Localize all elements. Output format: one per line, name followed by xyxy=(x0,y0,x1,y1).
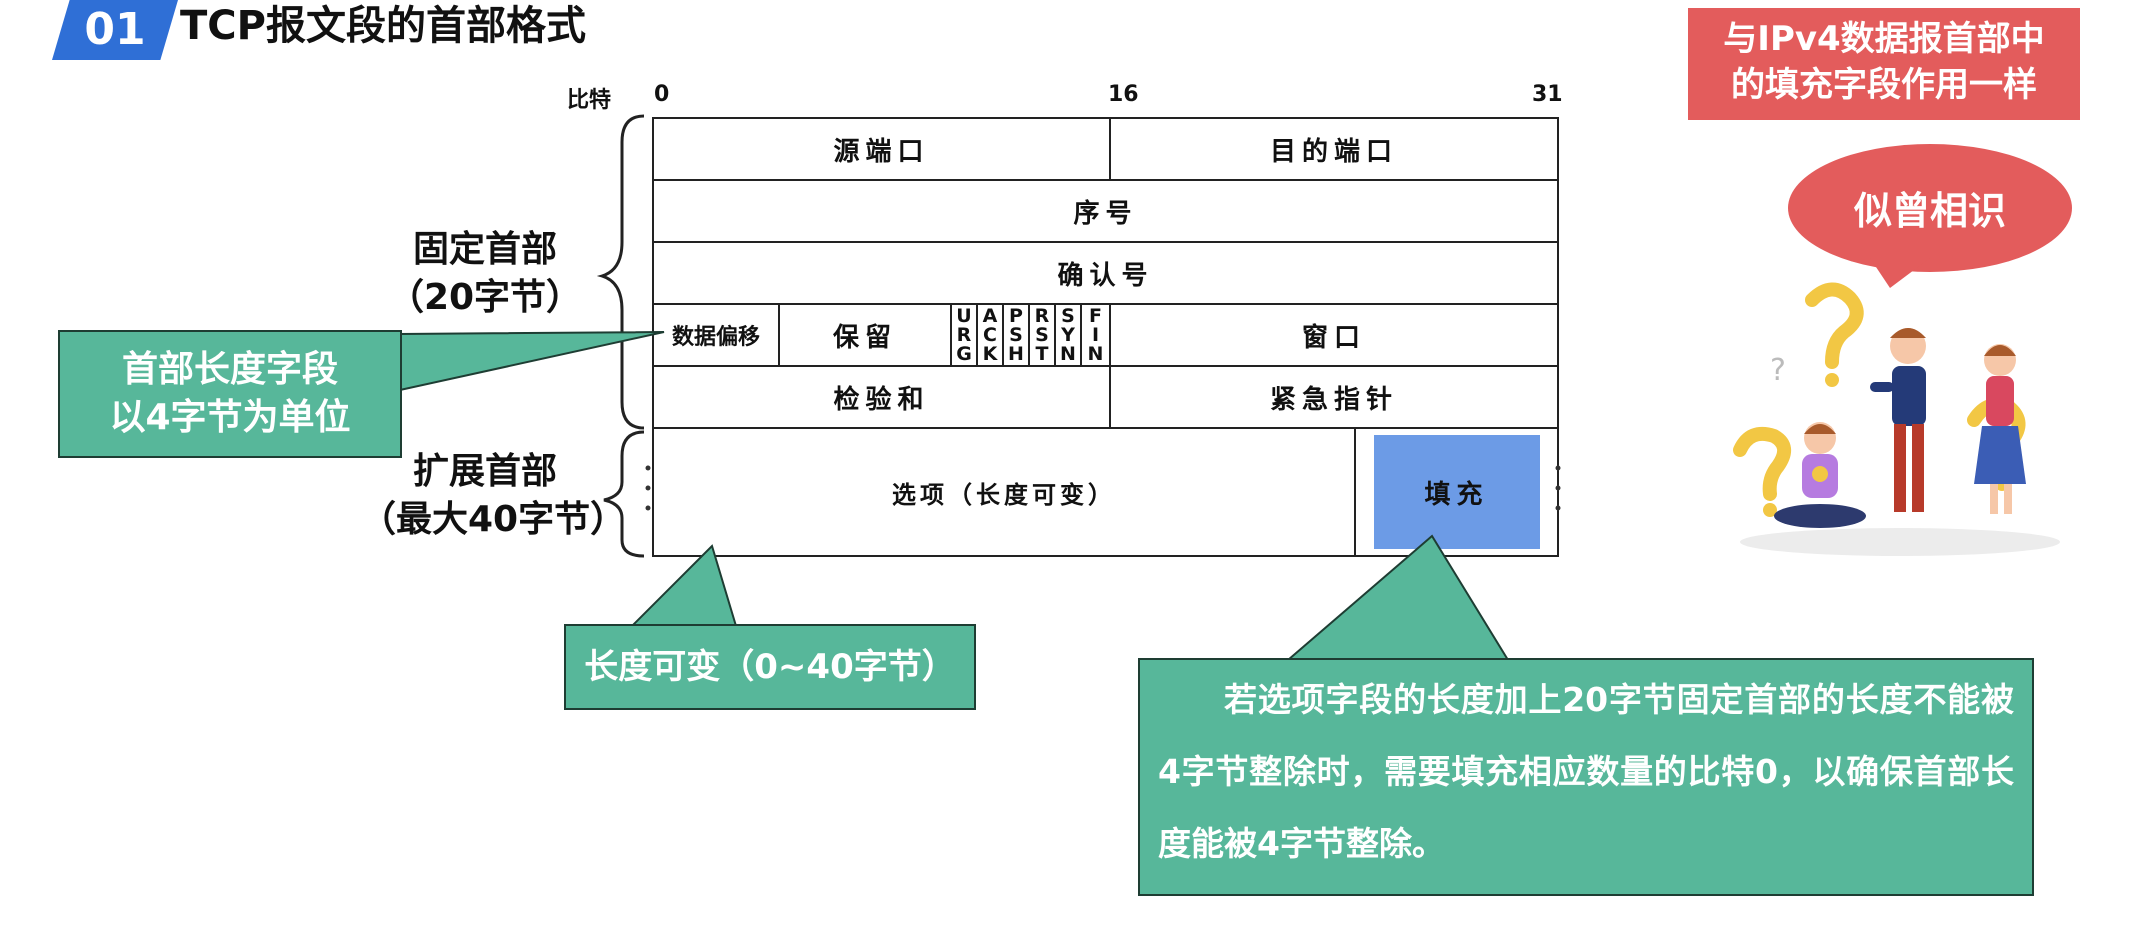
cell-padding: 填充 xyxy=(1373,435,1540,549)
ipv4-note-line2: 的填充字段作用一样 xyxy=(1731,65,2037,105)
bit-mark-31: 31 xyxy=(1532,82,1563,107)
header-length-line1: 首部长度字段 xyxy=(121,349,338,390)
ext-header-label: 扩展首部 （最大40字节） xyxy=(360,448,627,544)
cell-dest-port: 目的端口 xyxy=(1109,119,1557,179)
cell-window: 窗口 xyxy=(1109,305,1557,365)
cell-data-offset: 数据偏移 xyxy=(671,325,760,350)
confused-people-illustration: ? xyxy=(1733,282,2060,556)
row-sequence: 序号 xyxy=(654,181,1557,243)
speech-bubble-shape xyxy=(1788,144,2072,288)
header-length-callout: 首部长度字段 以4字节为单位 xyxy=(58,330,402,458)
fixed-header-line2: （20字节） xyxy=(387,277,583,318)
cell-urgent-pointer: 紧急指针 xyxy=(1109,367,1557,427)
cell-padding-wrap: 填充 xyxy=(1354,429,1557,555)
fixed-header-label: 固定首部 （20字节） xyxy=(380,226,590,322)
ipv4-note: 与IPv4数据报首部中 的填充字段作用一样 xyxy=(1688,8,2080,120)
variable-length-callout: 长度可变（0~40字节） xyxy=(564,624,976,710)
cell-checksum: 检验和 xyxy=(833,384,930,415)
svg-text:?: ? xyxy=(1770,353,1786,388)
cell-ack-number: 确认号 xyxy=(1057,260,1154,291)
ipv4-note-line1: 与IPv4数据报首部中 xyxy=(1723,19,2045,59)
row-checksum: 检验和 紧急指针 xyxy=(654,367,1557,429)
bit-mark-16: 16 xyxy=(1108,82,1139,107)
ext-header-line2: （最大40字节） xyxy=(360,499,627,540)
row-ack: 确认号 xyxy=(654,243,1557,305)
header-length-line2: 以4字节为单位 xyxy=(109,397,351,438)
cell-sequence-number: 序号 xyxy=(1073,198,1138,229)
cell-options: 选项（长度可变） xyxy=(892,480,1116,509)
row-options: 选项（长度可变） 填充 xyxy=(654,429,1557,555)
bit-mark-0: 0 xyxy=(654,82,670,107)
row-ports: 源端口 目的端口 xyxy=(654,119,1557,181)
ext-header-line1: 扩展首部 xyxy=(412,451,557,492)
options-dots xyxy=(645,465,1561,511)
speech-bubble-text: 似曾相识 xyxy=(1853,189,2006,233)
side-braces xyxy=(596,114,645,558)
fixed-header-line1: 固定首部 xyxy=(412,229,557,270)
section-number-badge: 01 xyxy=(52,0,178,60)
cell-source-port: 源端口 xyxy=(833,136,930,167)
cell-reserved: 保留 xyxy=(778,305,950,365)
page-title: TCP报文段的首部格式 xyxy=(180,3,586,49)
padding-note-callout: 若选项字段的长度加上20字节固定首部的长度不能被4字节整除时，需要填充相应数量的… xyxy=(1138,658,2034,896)
bit-label: 比特 xyxy=(567,88,612,113)
